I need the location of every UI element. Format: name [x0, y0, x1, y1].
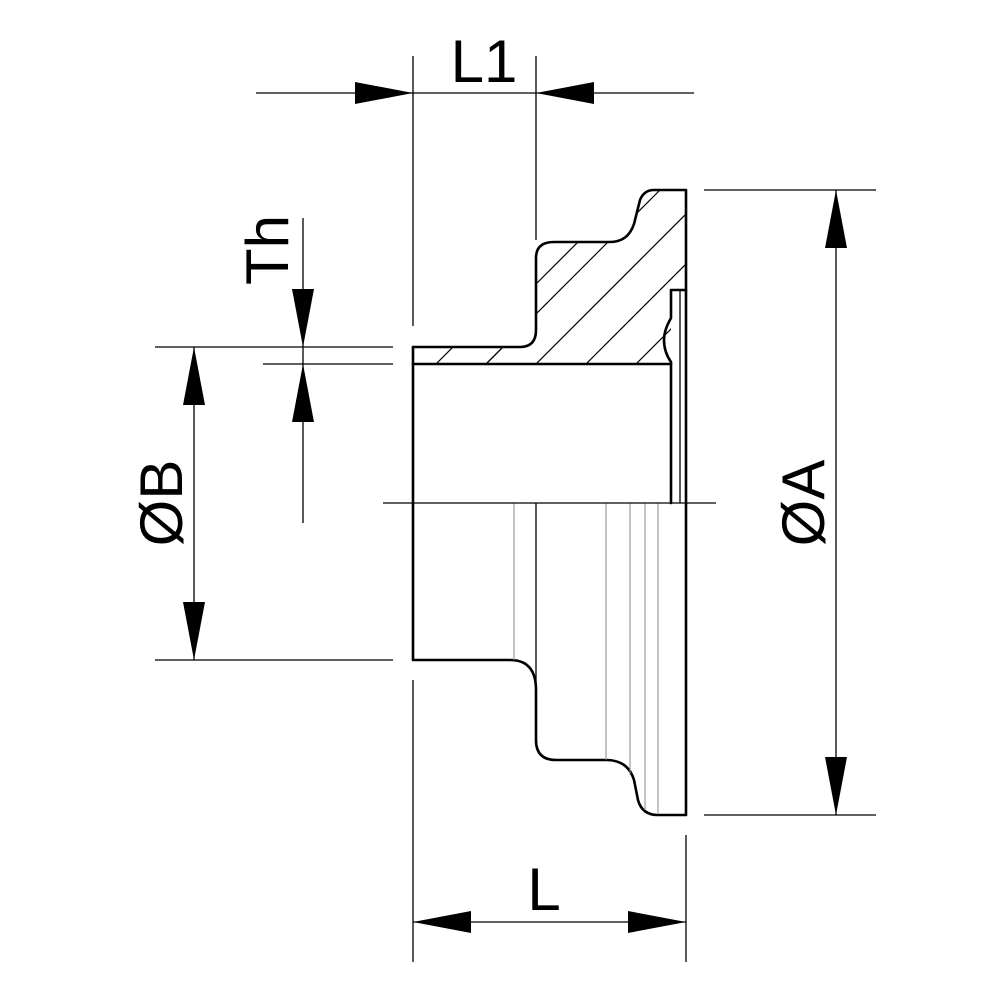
dimension-b: ØB [128, 346, 393, 661]
arrow-head [413, 911, 471, 933]
dimension-label-b: ØB [128, 460, 195, 547]
arrow-head [292, 364, 314, 422]
part-outline [411, 188, 688, 817]
dimension-label-th: Th [234, 215, 301, 285]
dimension-label-l: L [527, 856, 560, 923]
arrow-head [292, 289, 314, 347]
upper-section-outline [411, 188, 688, 505]
dimension-l: L [412, 680, 687, 962]
seal-groove [662, 288, 688, 505]
arrow-head [628, 911, 686, 933]
arrow-head [536, 82, 594, 104]
arrow-head [183, 347, 205, 405]
dimension-label-a: ØA [770, 460, 837, 547]
dimension-th: Th [234, 215, 393, 523]
arrow-head [355, 82, 413, 104]
dimension-a: ØA [704, 189, 876, 816]
arrow-head [825, 190, 847, 248]
dimension-l1: L1 [256, 28, 694, 326]
arrow-head [183, 602, 205, 660]
dimension-label-l1: L1 [451, 28, 518, 95]
arrow-head [825, 757, 847, 815]
section-hatching [413, 190, 686, 364]
lower-section-outline [411, 501, 688, 817]
